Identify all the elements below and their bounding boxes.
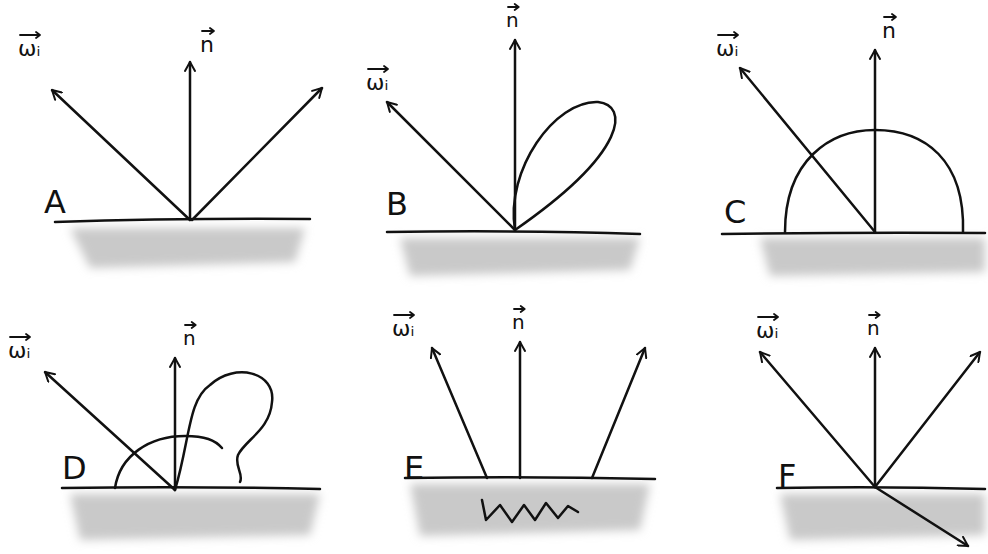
- panel-letter: C: [724, 196, 746, 228]
- vector-label: ωᵢ: [366, 72, 388, 94]
- vector-label: ωᵢ: [8, 340, 30, 362]
- vector-marks: [10, 4, 896, 340]
- vector-label: n: [512, 312, 525, 332]
- brdf-lines: [45, 40, 985, 546]
- vector-label: ωᵢ: [756, 320, 778, 342]
- panel-letter: A: [44, 186, 66, 218]
- panel-letter: B: [386, 188, 408, 220]
- vector-label: n: [183, 328, 196, 348]
- vector-label: ωᵢ: [392, 318, 414, 340]
- panel-letter: F: [778, 460, 796, 492]
- vector-label: n: [200, 34, 214, 56]
- surface-shading: [70, 228, 985, 540]
- panel-letter: E: [404, 452, 424, 484]
- panel-letter: D: [62, 452, 87, 484]
- vector-label: n: [882, 20, 896, 42]
- vector-label: ωᵢ: [716, 38, 738, 60]
- vector-label: n: [506, 10, 519, 30]
- vector-label: ωᵢ: [18, 38, 40, 60]
- vector-label: n: [867, 318, 880, 338]
